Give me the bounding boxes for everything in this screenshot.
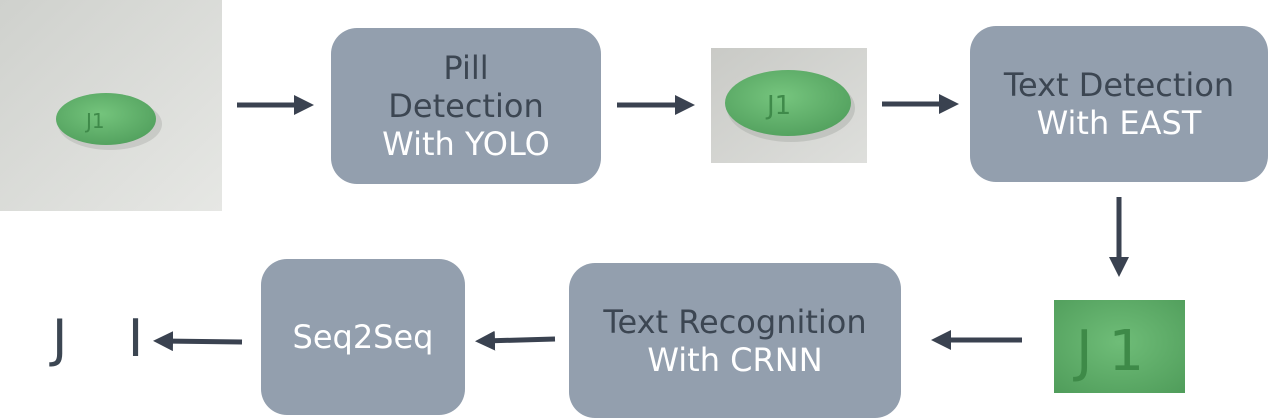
pill-detection-label: Pill Detection With YOLO xyxy=(382,49,550,163)
pill-photo-icon: J1 xyxy=(0,0,222,211)
text-recognition-step: Text Recognition With CRNN xyxy=(569,263,901,418)
svg-text:J1: J1 xyxy=(84,109,105,133)
text-crop-photo: J1 xyxy=(1054,300,1185,393)
svg-text:J1: J1 xyxy=(1073,319,1160,384)
seq2seq-label: Seq2Seq xyxy=(292,318,434,356)
cropped-pill-photo: J1 xyxy=(711,48,867,163)
text-detection-step: Text Detection With EAST xyxy=(970,26,1268,182)
pill-detection-step: Pill Detection With YOLO xyxy=(331,28,601,184)
pill-crop-icon: J1 xyxy=(711,48,867,163)
svg-text:J1: J1 xyxy=(765,91,791,121)
text-recognition-label: Text Recognition With CRNN xyxy=(603,302,867,379)
arrow-seq2seq-to-result xyxy=(153,331,243,352)
text-detection-label: Text Detection With EAST xyxy=(1003,66,1235,142)
recognized-result-text: J I xyxy=(52,309,166,369)
arrow-recognition-to-seq2seq xyxy=(475,330,556,351)
input-pill-photo: J1 xyxy=(0,0,222,211)
text-crop-icon: J1 xyxy=(1054,300,1185,393)
seq2seq-step: Seq2Seq xyxy=(261,259,465,415)
